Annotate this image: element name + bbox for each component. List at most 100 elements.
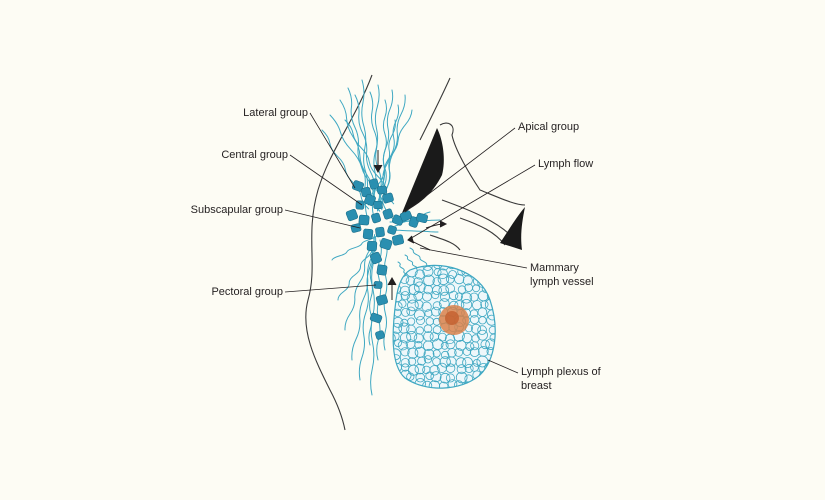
leader-lines	[284, 112, 536, 374]
plexus-cell	[439, 390, 447, 398]
plexus-cell	[439, 372, 451, 384]
plexus-cell	[489, 333, 496, 342]
torso-outline	[419, 77, 451, 141]
plexus-cell	[415, 315, 425, 325]
label-apical-group: Apical group	[518, 121, 580, 133]
lymph-node	[345, 208, 359, 222]
plexus-cell	[421, 301, 432, 312]
plexus-cell	[406, 293, 417, 304]
lymph-vessel	[378, 89, 394, 206]
plexus-cell	[455, 357, 467, 368]
plexus-cell	[415, 265, 424, 268]
arm-outline	[305, 74, 373, 431]
plexus-cell	[406, 372, 415, 381]
plexus-cell	[406, 306, 416, 316]
plexus-cell	[456, 364, 467, 375]
label-mammary-line2: lymph vessel	[530, 276, 594, 288]
plexus-cell	[432, 349, 441, 358]
plexus-cell	[414, 269, 425, 280]
lymph-node	[369, 312, 383, 324]
tumor-core	[445, 311, 459, 325]
plexus-cell	[415, 372, 426, 383]
plexus-cell	[393, 362, 395, 374]
lymph-vessel	[347, 87, 369, 206]
plexus-cell	[432, 338, 444, 350]
label-central-group: Central group	[221, 149, 288, 161]
plexus-cell	[432, 301, 442, 311]
plexus-cell	[407, 347, 419, 359]
plexus-cell	[393, 380, 403, 389]
plexus-cell	[399, 332, 412, 344]
plexus-cell	[437, 273, 450, 286]
plexus-cell	[393, 371, 402, 381]
plexus-cell	[454, 347, 464, 357]
lymph-vessel	[409, 247, 431, 269]
plexus-cell	[382, 357, 390, 365]
plexus-cell	[470, 341, 480, 351]
rib-muscle-shape	[500, 207, 525, 250]
lymph-vessel	[376, 119, 396, 212]
plexus-cell	[487, 266, 496, 276]
plexus-cell	[393, 323, 394, 335]
plexus-cell	[423, 348, 435, 360]
plexus-cell	[487, 385, 496, 389]
plexus-cell	[472, 358, 481, 367]
lymph-node	[379, 237, 393, 251]
plexus-cell	[464, 363, 474, 373]
plexus-cell	[430, 306, 441, 317]
plexus-cell	[471, 334, 480, 343]
lymph-vessel	[358, 244, 373, 381]
plexus-cell	[486, 282, 496, 293]
plexus-cell	[477, 325, 487, 335]
plexus-cell	[396, 267, 408, 278]
plexus-cell	[393, 316, 404, 328]
plexus-cell	[417, 389, 425, 397]
plexus-cell	[432, 285, 442, 296]
body-outline	[305, 74, 526, 431]
lymph-node	[375, 330, 385, 340]
leader-mammary	[419, 247, 528, 269]
lymph-vessel	[354, 94, 379, 211]
plexus-cell	[413, 309, 425, 321]
plexus-cell	[430, 371, 442, 383]
plexus-cell	[414, 363, 426, 375]
plexus-cell	[393, 331, 400, 341]
plexus-cell	[469, 347, 480, 358]
plexus-cell	[469, 309, 479, 318]
plexus-cell	[393, 322, 403, 334]
lymph-vessel-network	[321, 79, 441, 396]
label-plexus-line2: breast	[521, 380, 552, 392]
lymph-node	[382, 208, 394, 220]
plexus-cell	[400, 285, 411, 296]
plexus-cell	[393, 332, 396, 345]
plexus-cell	[480, 339, 490, 350]
plexus-cell	[448, 270, 458, 279]
plexus-cell	[437, 268, 448, 280]
lymph-node	[382, 192, 394, 204]
pectoralis-minor-shape	[402, 128, 444, 213]
lymph-node	[376, 185, 388, 195]
plexus-cell	[465, 342, 475, 352]
lymph-node	[351, 180, 365, 192]
plexus-cell	[401, 307, 411, 317]
plexus-cell	[486, 314, 496, 326]
label-lymph-plexus: Lymph plexus of breast	[521, 365, 601, 393]
leader-pectoral	[284, 284, 377, 293]
plexus-cell	[481, 379, 490, 388]
plexus-cell	[424, 389, 433, 398]
lymph-node	[371, 212, 382, 224]
lymph-node	[416, 212, 429, 224]
plexus-cell	[448, 290, 459, 301]
plexus-cell	[460, 292, 473, 304]
plexus-cell	[438, 265, 450, 271]
leader-central	[289, 154, 363, 206]
plexus-cell	[423, 355, 432, 364]
plexus-cell	[447, 379, 458, 389]
plexus-cell	[382, 379, 392, 389]
label-pectoral-group: Pectoral group	[211, 286, 283, 298]
plexus-cell	[407, 388, 416, 389]
chest-line-1	[441, 199, 516, 241]
flow-arrow-apical-head	[439, 220, 448, 228]
